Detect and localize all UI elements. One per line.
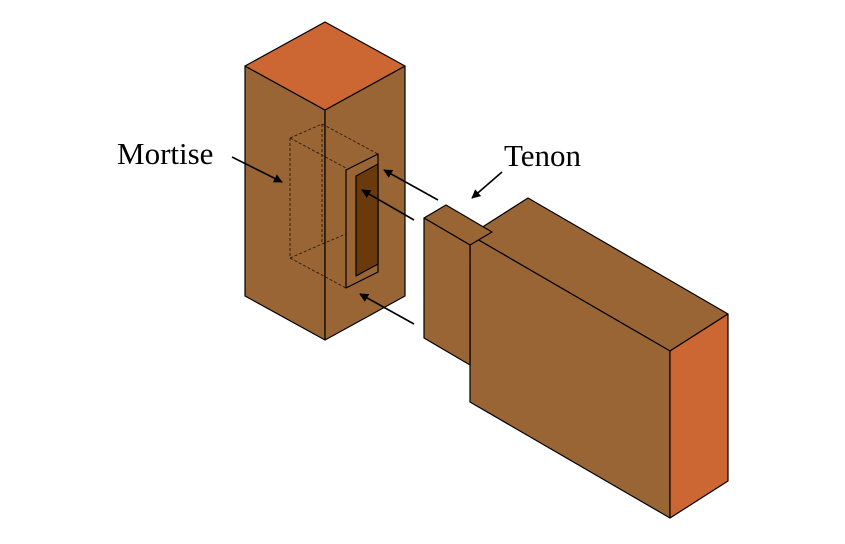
mortise-cavity-hidden-lines bbox=[289, 123, 379, 289]
label-arrows bbox=[231, 156, 503, 199]
rail-end-face bbox=[669, 313, 729, 519]
tenon-rail bbox=[469, 197, 729, 519]
mortise-block-top-face bbox=[244, 21, 406, 111]
assembly-arrow-middle bbox=[361, 189, 415, 221]
tenon-label: Tenon bbox=[504, 138, 582, 173]
assembly-arrows bbox=[359, 169, 439, 325]
mortise-label: Mortise bbox=[117, 136, 213, 171]
tenon bbox=[423, 204, 493, 366]
assembly-arrow-upper bbox=[383, 169, 439, 201]
tenon-label-arrow bbox=[471, 171, 503, 199]
assembly-arrow-lower bbox=[359, 293, 415, 325]
mortise-block bbox=[244, 21, 406, 341]
tenon-front-face bbox=[423, 217, 471, 366]
mortise-label-arrow bbox=[231, 156, 283, 183]
mortise-block-left-face bbox=[244, 65, 326, 341]
mortise-opening-depth bbox=[355, 163, 379, 277]
